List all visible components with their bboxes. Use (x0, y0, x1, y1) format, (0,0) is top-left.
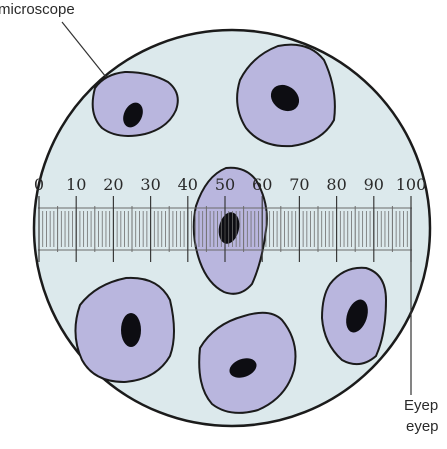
graticule-tick-label: 90 (364, 175, 384, 194)
graticule-tick-label: 100 (396, 175, 427, 194)
eyepiece-callout-label-line1: Eyep (404, 398, 438, 413)
eyepiece-callout-label-line2: eyep (406, 419, 439, 434)
graticule-tick-label: 60 (252, 175, 272, 194)
graticule-tick-label: 20 (103, 175, 123, 194)
graticule-tick-label: 40 (178, 175, 198, 194)
cell-4 (75, 278, 174, 382)
graticule-tick-label: 50 (215, 175, 235, 194)
cell-nucleus (121, 313, 141, 347)
graticule-tick-label: 10 (66, 175, 86, 194)
graticule-tick-label: 0 (34, 175, 44, 194)
graticule-tick-label: 70 (289, 175, 309, 194)
cell-6 (322, 268, 386, 364)
microscope-callout-label: microscope (0, 2, 75, 17)
graticule-tick-label: 80 (326, 175, 346, 194)
graticule-tick-label: 30 (140, 175, 160, 194)
